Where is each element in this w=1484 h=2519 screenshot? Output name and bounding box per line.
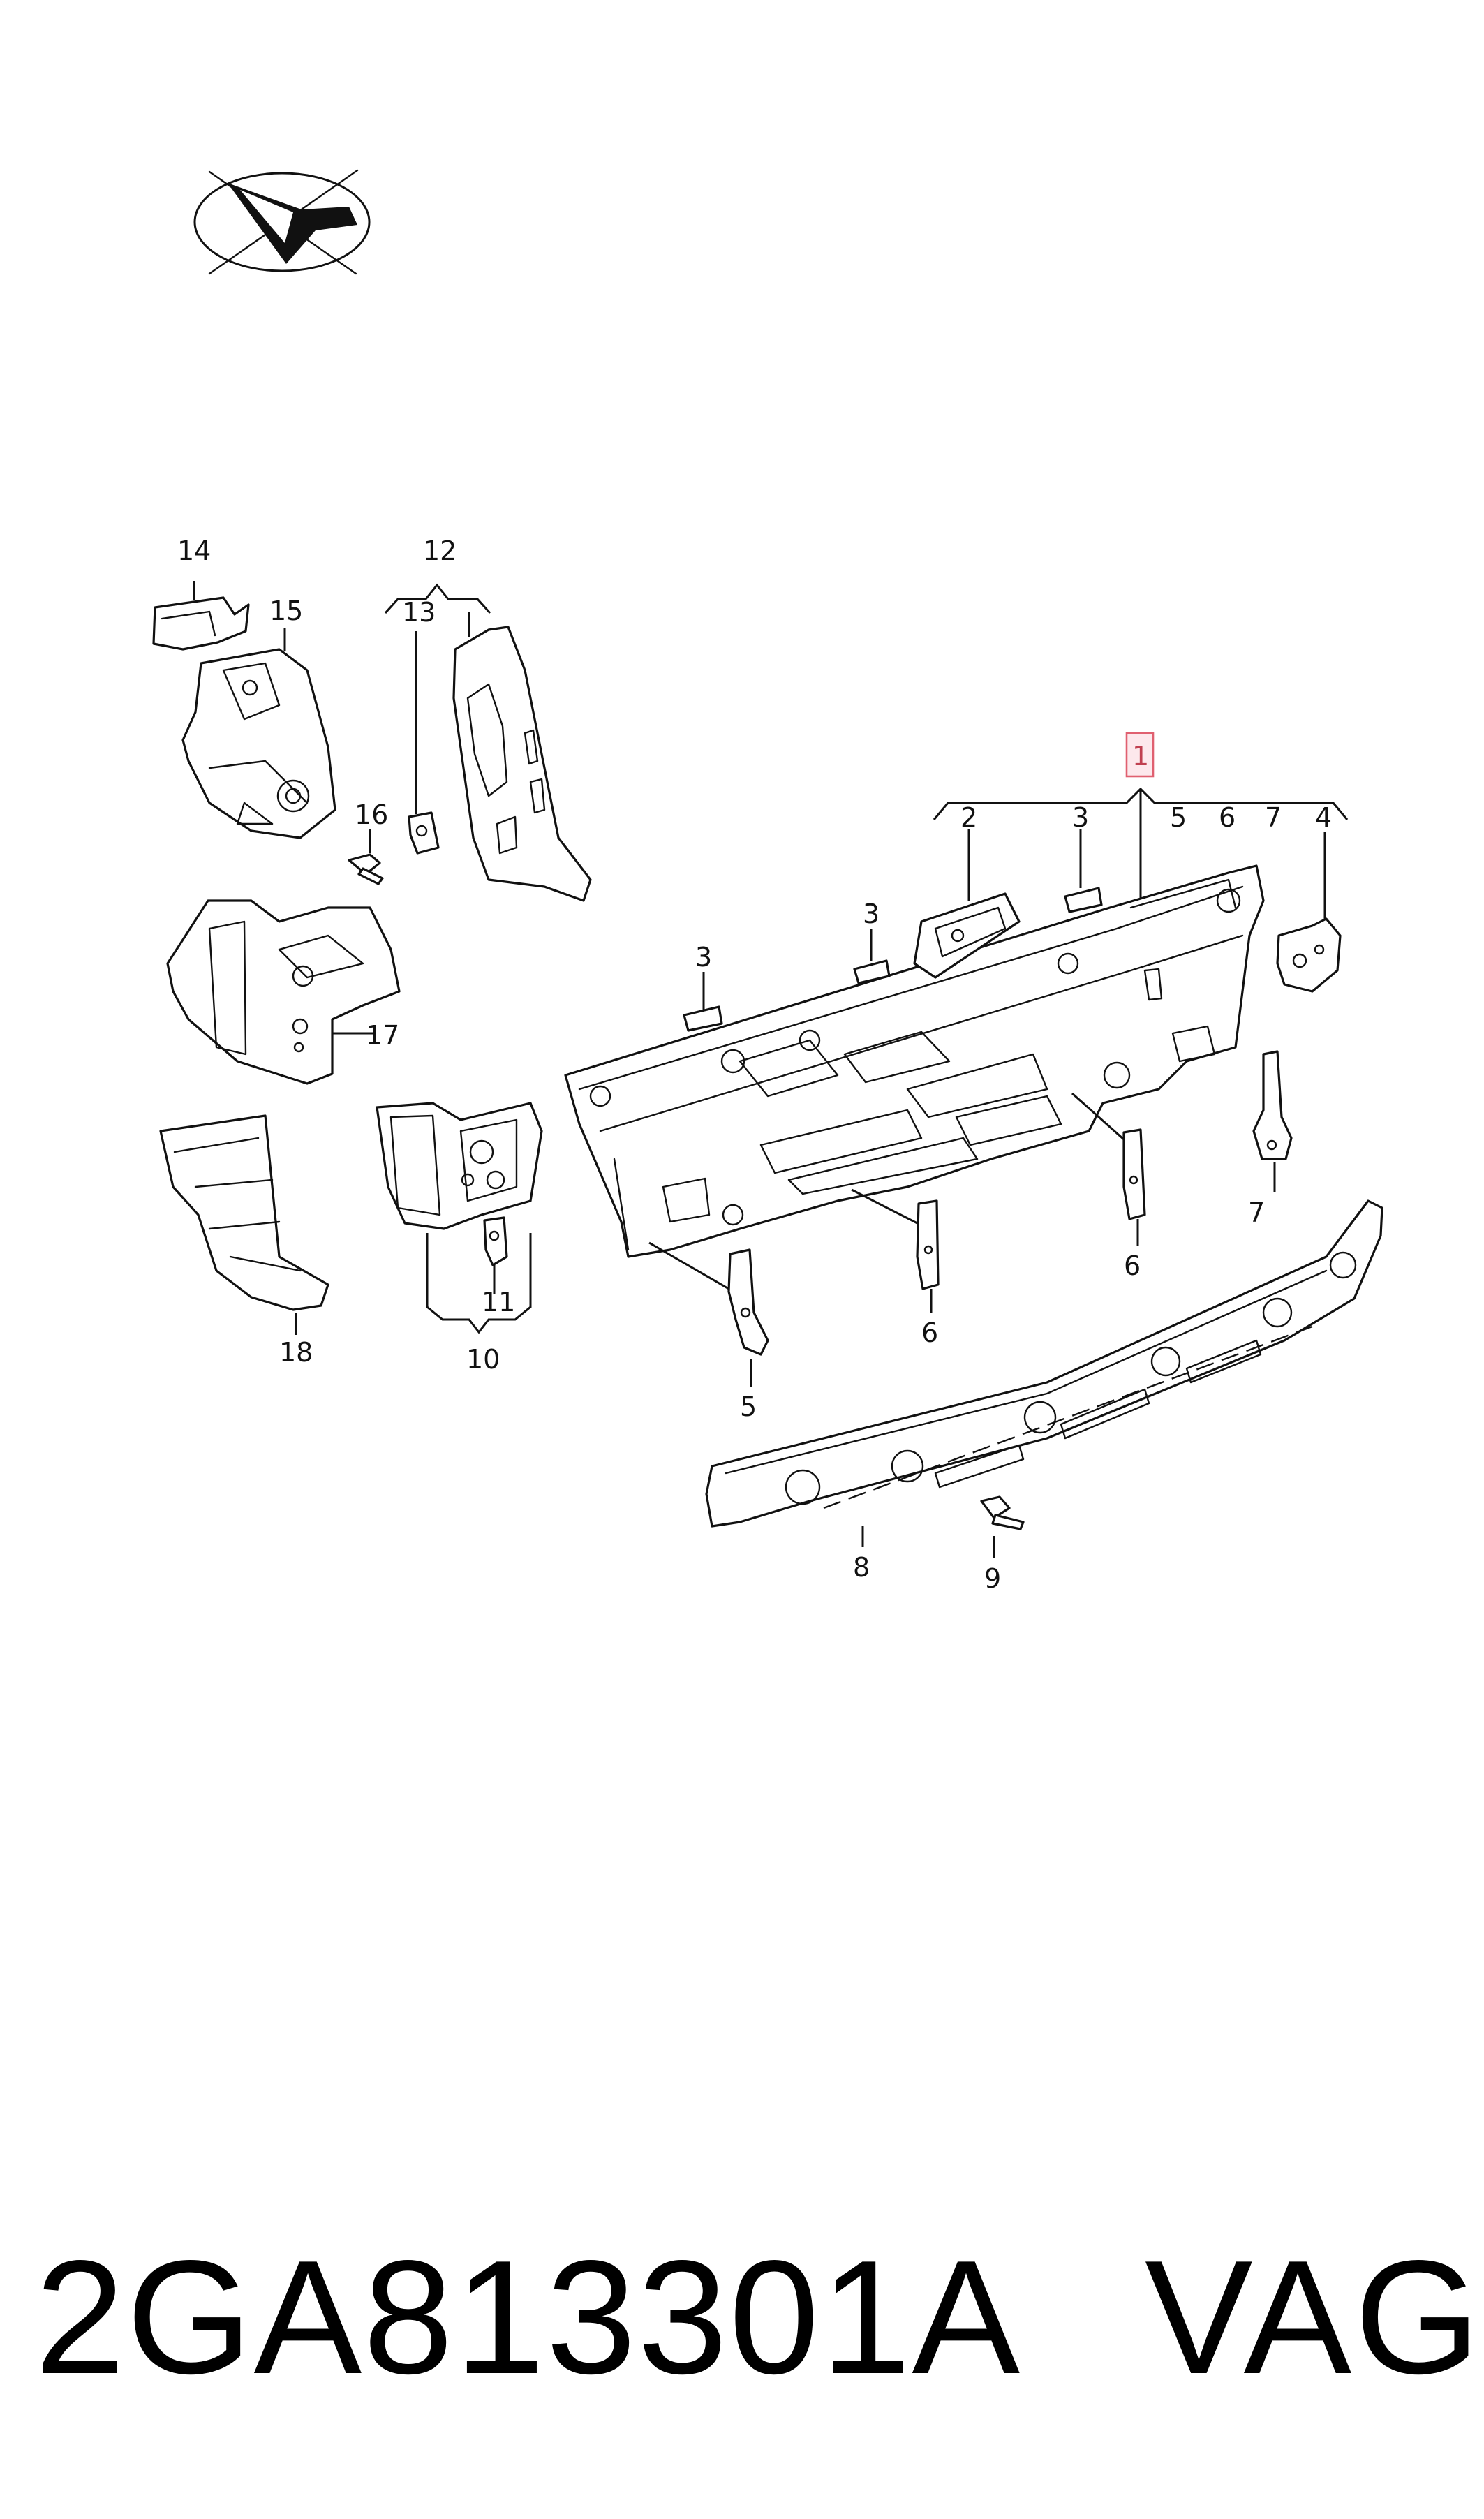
part-8-cross-member [705,1199,1383,1547]
part-1-rear-panel [564,864,1265,1258]
part-9-screw [980,1495,1025,1558]
part-12-pillar [452,626,592,902]
brand-label: VAG [1145,2227,1483,2408]
callout-4: 4 [1315,802,1332,833]
part-16-screw [348,829,384,885]
callout-8: 8 [853,1552,870,1583]
part-number: 2GA813301A [35,2227,1022,2408]
part-6-bracket-a [851,1188,940,1313]
parts-diagram: 14 15 12 13 16 17 18 11 10 1 2 3 5 6 7 4… [152,169,1383,1594]
callout-5a: 5 [1170,802,1187,833]
callout-3c: 3 [1072,802,1089,833]
part-12-13-bracket [384,583,491,814]
callout-1: 1 [1132,741,1149,771]
highlight-box [1125,732,1155,778]
callout-10: 10 [466,1344,500,1375]
part-2-reinforcement [913,829,1021,979]
callout-17: 17 [366,1020,399,1051]
callout-16: 16 [355,799,388,830]
callout-14: 14 [177,535,211,566]
callout-18: 18 [279,1337,313,1368]
part-3-clip-a [683,972,723,1032]
part-7-bracket [1252,1050,1293,1192]
callout-9: 9 [984,1563,1001,1594]
callout-7a: 7 [1265,802,1282,833]
part-3-clip-c [1064,829,1103,913]
callout-2: 2 [960,802,977,833]
callout-12: 12 [423,535,457,566]
part-13-clip [408,811,440,855]
orientation-logo [193,169,371,275]
footer: 2GA813301A VAG [0,2213,1484,2423]
part-3-clip-b [853,929,891,984]
part-4-bracket [1276,832,1342,993]
part-18-bracket [159,1114,329,1335]
callout-5b: 5 [740,1391,757,1422]
callout-3a: 3 [695,942,712,973]
callout-6b: 6 [1124,1250,1141,1281]
callout-13: 13 [402,597,436,628]
part-1-group-bracket [933,732,1349,905]
part-5-bracket [648,1241,769,1387]
callout-6a: 6 [1219,802,1236,833]
callout-6c: 6 [921,1317,938,1348]
callout-7b: 7 [1248,1197,1265,1228]
part-17-side-member [166,899,401,1085]
part-15-inner-panel [181,628,336,839]
part-14-bracket [152,581,250,651]
part-10-assembly [376,1102,543,1334]
callout-15: 15 [269,596,303,626]
part-6-bracket-b [1071,1092,1146,1246]
callout-3b: 3 [863,899,880,929]
callout-11: 11 [482,1287,515,1317]
